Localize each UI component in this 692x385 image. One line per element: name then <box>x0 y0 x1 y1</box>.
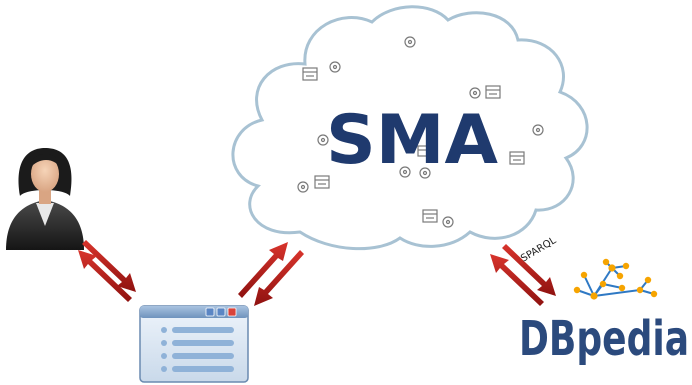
sparql-label: SPARQL <box>519 235 558 265</box>
service-window-icon <box>422 209 438 223</box>
cloud-dbpedia-arrows <box>490 244 556 306</box>
service-gear-icon <box>442 216 454 228</box>
businesswoman-avatar-icon <box>6 148 84 250</box>
service-gear-icon <box>399 166 411 178</box>
service-window-icon <box>485 85 501 99</box>
service-gear-icon <box>317 134 329 146</box>
cloud-service-icons <box>297 36 544 228</box>
dbpedia-logo: DBpedia <box>519 258 689 367</box>
service-gear-icon <box>469 87 481 99</box>
user-app-arrows <box>78 240 136 302</box>
service-window-icon <box>417 145 431 157</box>
sma-label: SMA <box>326 101 498 180</box>
arrow-cloud-to-dbpedia <box>502 244 556 296</box>
service-gear-icon <box>419 167 431 179</box>
service-gear-icon <box>297 181 309 193</box>
service-gear-icon <box>404 36 416 48</box>
dbpedia-network-icon <box>573 258 658 300</box>
dbpedia-logo-text: DBpedia <box>519 311 689 367</box>
application-window-icon <box>139 305 249 383</box>
arrow-cloud-to-app <box>254 250 304 306</box>
arrow-user-to-app <box>82 240 136 292</box>
service-gear-icon <box>329 61 341 73</box>
service-window-icon <box>509 151 525 165</box>
arrow-app-to-cloud <box>238 242 288 298</box>
service-window-icon <box>314 175 330 189</box>
app-cloud-arrows <box>238 242 304 306</box>
arrow-dbpedia-to-cloud <box>490 254 544 306</box>
service-window-icon <box>302 67 318 81</box>
sma-cloud: SMA <box>231 5 589 251</box>
arrow-app-to-user <box>78 250 132 302</box>
service-gear-icon <box>532 124 544 136</box>
